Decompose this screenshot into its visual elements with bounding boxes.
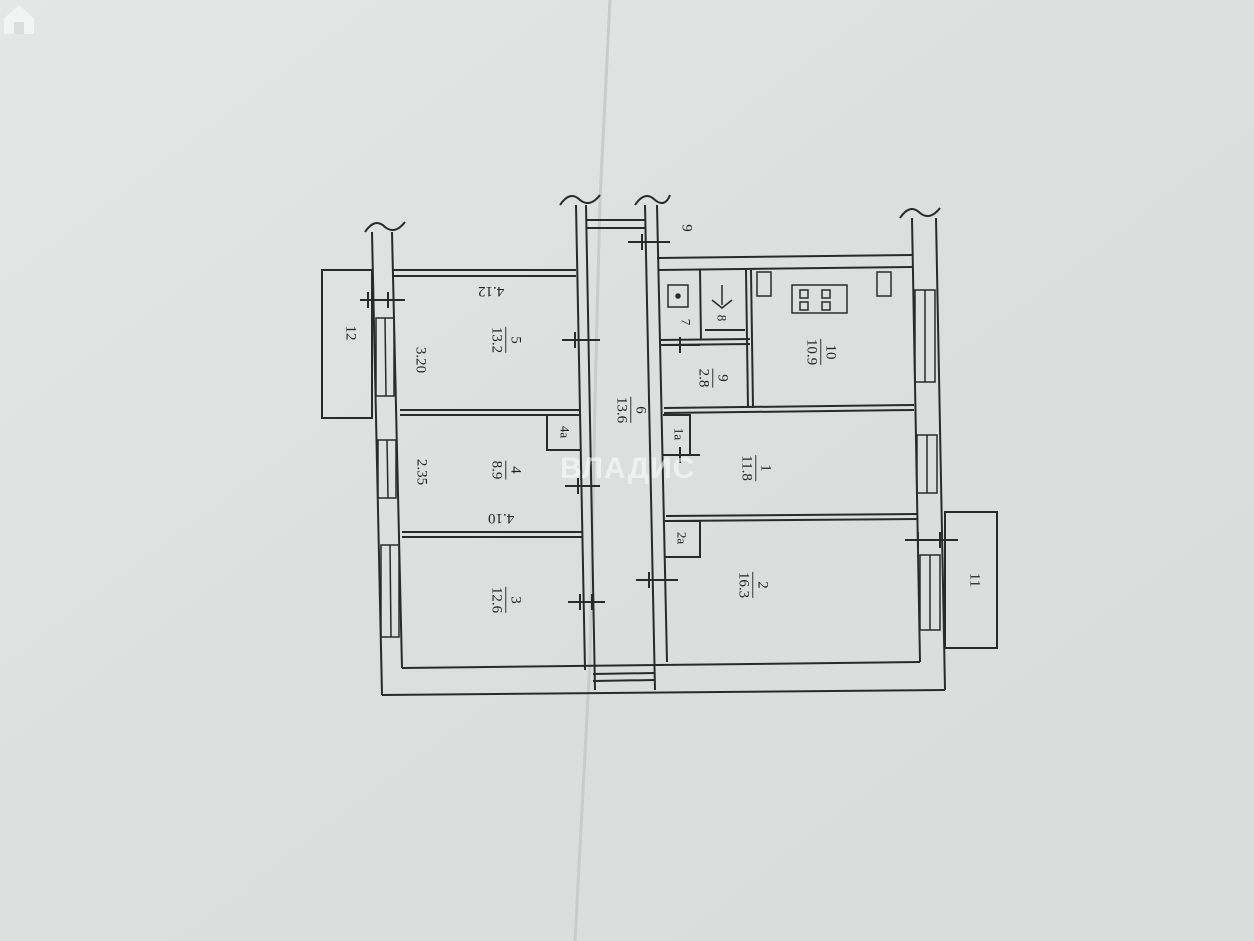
dimension-3-20: 3.20 <box>412 346 429 374</box>
balcony-11-label: 11 <box>966 572 983 588</box>
dimension-4-10: 4.10 <box>488 510 515 526</box>
wc-7-label: 7 <box>678 318 694 326</box>
walls <box>321 194 998 696</box>
paper-fold <box>573 0 612 941</box>
watermark-text: ВЛАДИС <box>560 452 696 485</box>
door-marks <box>360 234 958 610</box>
windows <box>375 289 941 638</box>
dimension-2-35: 2.35 <box>413 458 430 486</box>
bath-8-label: 8 <box>714 314 730 322</box>
closet-4a-label: 4a <box>557 425 573 439</box>
dimension-4-12: 4.12 <box>478 283 505 299</box>
watermark-house-icon <box>4 5 34 34</box>
fixtures <box>667 271 892 314</box>
stair-9-label: 9 <box>678 224 695 232</box>
balcony-12-label: 12 <box>342 325 359 341</box>
closet-2a-label: 2a <box>674 531 690 545</box>
closet-1a-label: 1a <box>671 427 687 441</box>
